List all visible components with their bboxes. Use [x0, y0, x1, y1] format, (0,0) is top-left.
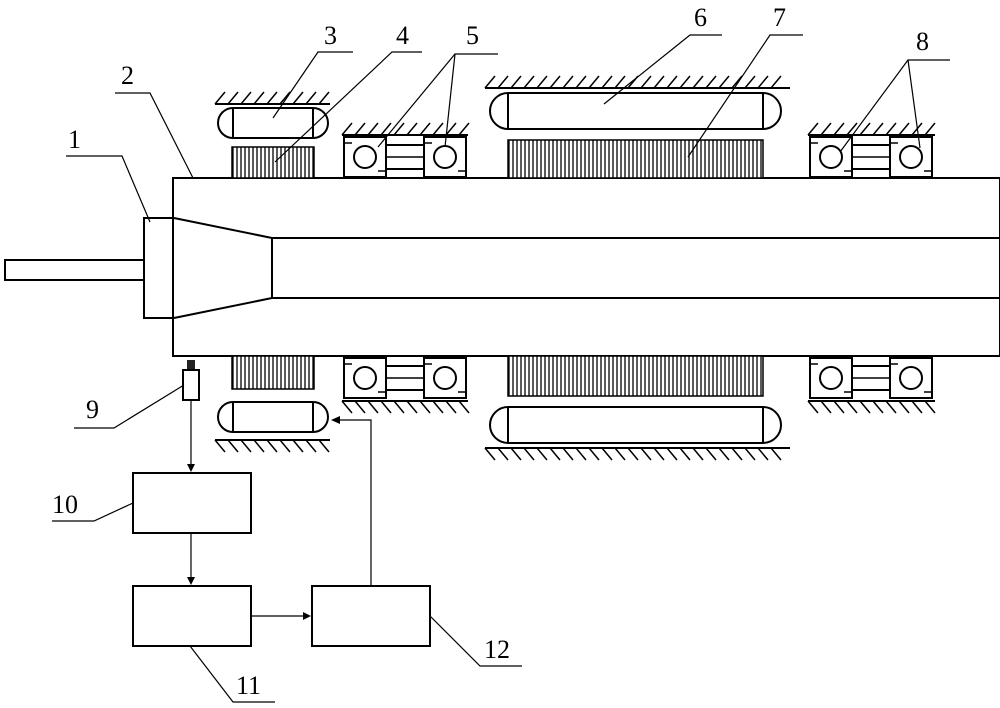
tool-holder: [143, 217, 175, 319]
front-bearing-top: [343, 136, 467, 178]
label-8: 8: [916, 27, 929, 56]
rear-bearing-top-ball-2: [889, 136, 933, 178]
label-11: 11: [236, 671, 261, 700]
front-bearing-bottom-ball-1: [343, 357, 387, 399]
rear-bearing-bottom-ball-2: [889, 357, 933, 399]
label-9: 9: [86, 395, 99, 424]
rear-bearing-bottom-spacer: [851, 365, 891, 391]
actuator-rotor-bottom: [231, 355, 315, 390]
label-5: 5: [466, 21, 479, 50]
rear-bearing-top: [809, 136, 933, 178]
label-6: 6: [694, 3, 707, 32]
label-12: 12: [484, 635, 510, 664]
front-bearing-bottom: [343, 357, 467, 399]
displacement-sensor: [182, 360, 200, 472]
ground-hatching: [214, 75, 936, 461]
label-1: 1: [68, 125, 81, 154]
front-bearing-bottom-ball-2: [423, 357, 467, 399]
actuator-stator-bottom: [215, 401, 330, 441]
actuator-stator-top: [215, 103, 330, 139]
actuator-rotor-top: [231, 146, 315, 179]
motor-stator-top: [485, 87, 790, 130]
rear-bearing-top-spacer: [851, 144, 891, 170]
feedback-arrow-12-3: [331, 416, 372, 586]
power-amplifier-box: [311, 585, 431, 647]
front-bearing-top-ball-1: [343, 136, 387, 178]
rear-bearing-bottom-ball-1: [809, 357, 853, 399]
front-bearing-top-spacer: [385, 144, 425, 170]
leader-lines: [52, 34, 950, 703]
label-7: 7: [773, 3, 786, 32]
signal-arrow-11-12: [251, 612, 311, 620]
label-3: 3: [324, 21, 337, 50]
label-10: 10: [52, 490, 78, 519]
signal-arrow-10-11: [187, 533, 195, 585]
signal-conditioner-box: [132, 472, 252, 534]
motor-rotor-bottom: [507, 355, 764, 397]
motor-rotor-top: [507, 139, 764, 179]
rear-bearing-top-ball-1: [809, 136, 853, 178]
rear-bearing-bottom: [809, 357, 933, 399]
part-labels: 1 2 3 4 5 6 7 8 9 10 11 12: [52, 3, 929, 700]
front-bearing-bottom-spacer: [385, 365, 425, 391]
tool-shank: [4, 259, 146, 281]
controller-box: [132, 585, 252, 647]
label-2: 2: [121, 61, 134, 90]
label-4: 4: [396, 21, 409, 50]
spindle-shaft: [172, 177, 1000, 357]
motor-stator-bottom: [485, 406, 790, 449]
